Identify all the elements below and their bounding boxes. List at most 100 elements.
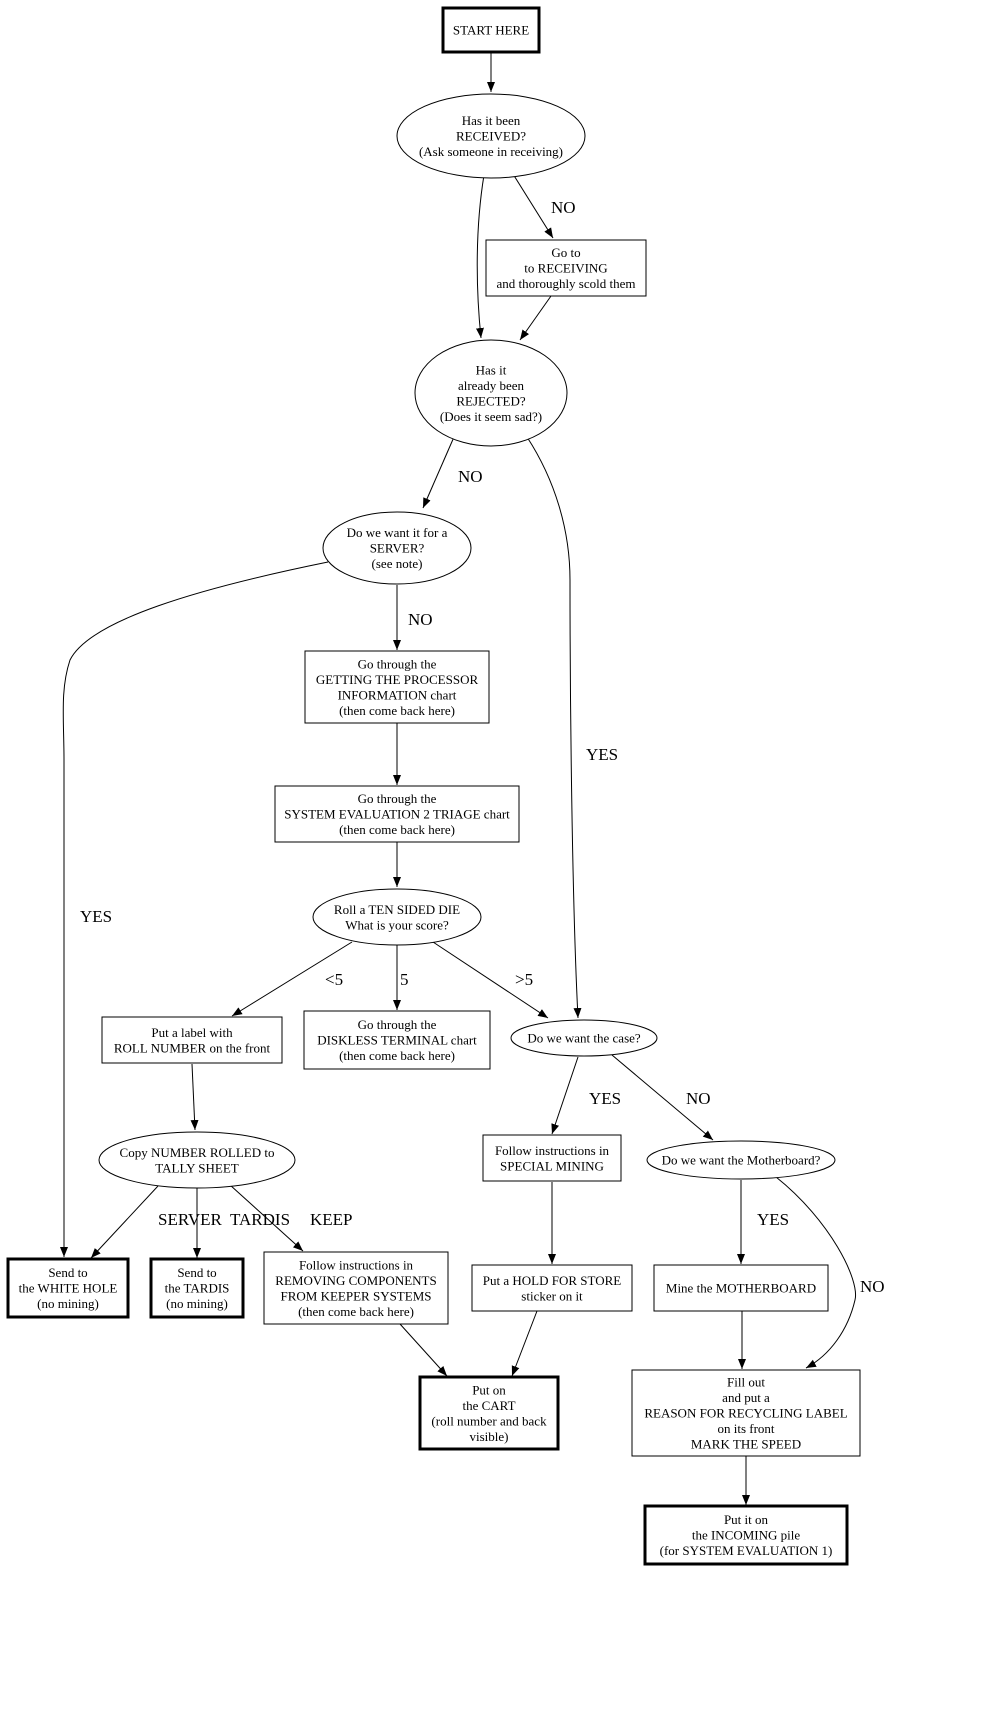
node-text-line: Put a label with [151, 1025, 233, 1040]
edge-die-to-case [432, 941, 549, 1019]
node-text-line: sticker on it [521, 1288, 583, 1303]
edge-die-to-label [231, 941, 353, 1017]
node-text-line: TALLY SHEET [155, 1160, 239, 1175]
node-text-line: to RECEIVING [524, 261, 607, 276]
node-text-line: Has it [476, 362, 507, 377]
edge-hold-to-cart [511, 1310, 538, 1377]
node-shape [6, 1257, 130, 1319]
node-text-line: Do we want it for a [347, 525, 448, 540]
node-text-line: Go through the [358, 791, 437, 806]
node-text-line: Go to [551, 245, 580, 260]
edge-received-to-goto_receiving [512, 173, 554, 239]
node-text-line: (then come back here) [339, 703, 455, 718]
edge-label: KEEP [310, 1210, 353, 1229]
node-shape [631, 1369, 861, 1457]
edge-label: YES [757, 1210, 789, 1229]
node-text-line: SYSTEM EVALUATION 2 TRIAGE chart [284, 807, 510, 822]
node-shape [414, 339, 568, 447]
edge-received-to-rejected [475, 174, 485, 339]
edge-label: YES [586, 745, 618, 764]
node-text-line: SERVER? [370, 541, 425, 556]
node-text-line: the CART [462, 1398, 515, 1413]
node-shape [643, 1504, 849, 1566]
node-text-line: RECEIVED? [456, 129, 526, 144]
edge-case-to-motherboard_q [611, 1054, 714, 1141]
node-text-line: the TARDIS [165, 1281, 230, 1296]
node-text-line: (then come back here) [339, 822, 455, 837]
node-shape [149, 1257, 245, 1319]
node-text-line: Copy NUMBER ROLLED to [120, 1145, 275, 1160]
edge-label: <5 [325, 970, 343, 989]
node-shape [441, 6, 541, 54]
node-shape [418, 1375, 560, 1451]
edge-label: TARDIS [230, 1210, 290, 1229]
node-shape [646, 1140, 836, 1180]
node-text-line: Do we want the Motherboard? [662, 1153, 821, 1168]
edge-motherboard_q-to-fill_out [775, 1176, 857, 1369]
node-text-line: SPECIAL MINING [500, 1158, 604, 1173]
node-shape [653, 1264, 829, 1312]
node-text-line: Has it been [462, 113, 521, 128]
node-shape [263, 1251, 449, 1325]
edge-rejected-to-server [422, 436, 455, 509]
node-text-line: REMOVING COMPONENTS [275, 1273, 436, 1288]
node-shape [303, 1010, 491, 1070]
edge-label: NO [408, 610, 433, 629]
node-text-line: Follow instructions in [299, 1257, 414, 1272]
edge-tally-to-white_hole [90, 1185, 159, 1259]
node-text-line: DISKLESS TERMINAL chart [317, 1033, 477, 1048]
node-shape [101, 1016, 283, 1064]
node-text-line: INFORMATION chart [338, 687, 457, 702]
node-shape [471, 1264, 633, 1312]
node-start: START HERE [441, 6, 541, 54]
node-text-line: ROLL NUMBER on the front [114, 1040, 271, 1055]
node-text-line: Mine the MOTHERBOARD [666, 1281, 816, 1296]
node-text-line: already been [458, 378, 525, 393]
edge-case-to-special_mining [551, 1056, 579, 1135]
node-text-line: on its front [717, 1421, 774, 1436]
edge-label: YES [80, 907, 112, 926]
node-motherboard-q: Do we want the Motherboard? [646, 1140, 836, 1180]
node-text-line: Send to [177, 1265, 216, 1280]
node-text-line: Put a HOLD FOR STORE [483, 1273, 622, 1288]
edge-removing-to-cart [399, 1323, 448, 1377]
edge-server-to-white_hole [60, 561, 329, 1257]
edge-label: NO [686, 1089, 711, 1108]
node-shape [322, 511, 472, 585]
edge-label: NO [458, 467, 483, 486]
node-text-line: What is your score? [345, 917, 449, 932]
node-text-line: Go through the [358, 656, 437, 671]
node-text-line: FROM KEEPER SYSTEMS [281, 1288, 432, 1303]
node-text-line: START HERE [453, 23, 529, 38]
edge-label-to-tally [190, 1063, 199, 1131]
node-shape [98, 1131, 296, 1189]
node-case: Do we want the case? [510, 1019, 658, 1057]
node-text-line: Go through the [358, 1017, 437, 1032]
edge-label: YES [589, 1089, 621, 1108]
edge-label: SERVER [158, 1210, 222, 1229]
edge-label: NO [551, 198, 576, 217]
node-text-line: (then come back here) [339, 1048, 455, 1063]
node-text-line: Roll a TEN SIDED DIE [334, 902, 460, 917]
node-text-line: Put it on [724, 1512, 769, 1527]
edge-tally-to-removing [229, 1184, 304, 1252]
